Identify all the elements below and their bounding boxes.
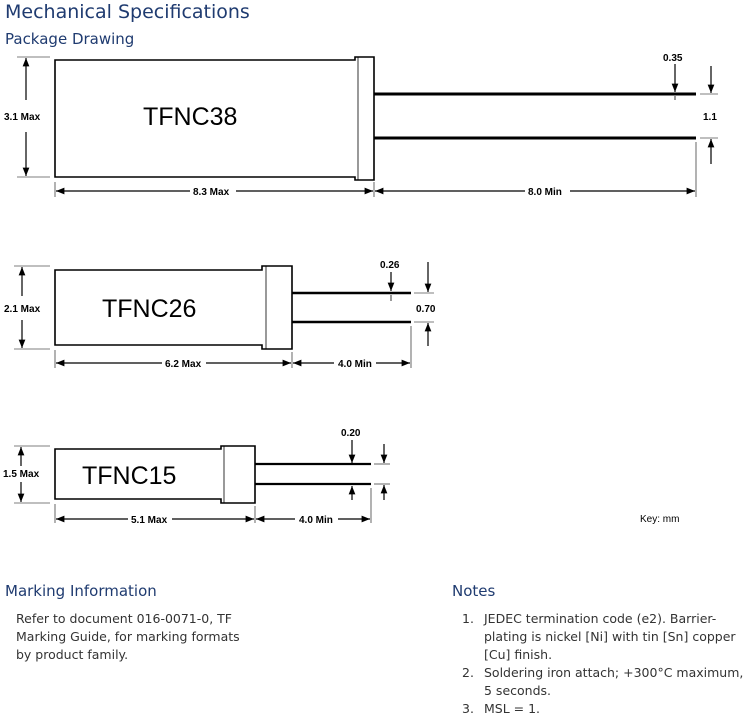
- note-text: MSL = 1.: [484, 701, 541, 716]
- tfnc15-label: TFNC15: [82, 462, 176, 490]
- note-item: 1. JEDEC termination code (e2). Barrier-p…: [462, 610, 751, 664]
- page-heading: Mechanical Specifications: [5, 1, 250, 23]
- tfnc15-drawing: [14, 440, 390, 523]
- tfnc26-label: TFNC26: [102, 295, 196, 323]
- tfnc26-height-label: 2.1 Max: [4, 304, 41, 315]
- notes-title: Notes: [452, 582, 496, 600]
- tfnc15-lead-length-label: 4.0 Min: [299, 515, 333, 526]
- tfnc26-body: [54, 265, 293, 350]
- note-item: 2. Soldering iron attach; +300°C maximum,…: [462, 664, 751, 700]
- notes-list: 1. JEDEC termination code (e2). Barrier-p…: [462, 610, 751, 718]
- package-drawing: TFNC38 3.1 Max 8.3 Max 8.0 Min 0.35 1.1 …: [3, 53, 718, 526]
- tfnc15-body-length-label: 5.1 Max: [131, 515, 168, 526]
- note-text: JEDEC termination code (e2). Barrier-pla…: [484, 611, 736, 662]
- tfnc38-label: TFNC38: [143, 103, 237, 131]
- note-number: 3.: [462, 701, 474, 716]
- tfnc26-body-length-label: 6.2 Max: [165, 359, 202, 370]
- tfnc38-height-label: 3.1 Max: [4, 112, 41, 123]
- tfnc38-lead-diameter-label: 0.35: [663, 53, 683, 64]
- tfnc38-lead-pitch-label: 1.1: [703, 112, 717, 123]
- note-text: Soldering iron attach; +300°C maximum, 5…: [484, 665, 744, 698]
- units-key: Key: mm: [640, 514, 679, 525]
- tfnc38-lead-length-label: 8.0 Min: [528, 187, 562, 198]
- tfnc26-drawing: [14, 262, 434, 368]
- tfnc38-body-length-label: 8.3 Max: [193, 187, 230, 198]
- note-number: 1.: [462, 611, 474, 626]
- marking-information-text: Refer to document 016-0071-0, TF Marking…: [16, 611, 240, 662]
- tfnc26-lead-length-label: 4.0 Min: [338, 359, 372, 370]
- note-number: 2.: [462, 665, 474, 680]
- package-drawing-title: Package Drawing: [5, 30, 135, 48]
- tfnc15-body: [54, 445, 256, 504]
- tfnc15-height-label: 1.5 Max: [3, 469, 40, 480]
- tfnc26-lead-pitch-label: 0.70: [416, 304, 436, 315]
- tfnc26-lead-diameter-label: 0.26: [380, 260, 400, 271]
- marking-information-title: Marking Information: [5, 582, 157, 600]
- tfnc15-lead-diameter-label: 0.20: [341, 428, 361, 439]
- tfnc38-body: [54, 56, 375, 181]
- note-item: 3. MSL = 1.: [462, 700, 751, 718]
- tfnc38-drawing: [17, 56, 718, 197]
